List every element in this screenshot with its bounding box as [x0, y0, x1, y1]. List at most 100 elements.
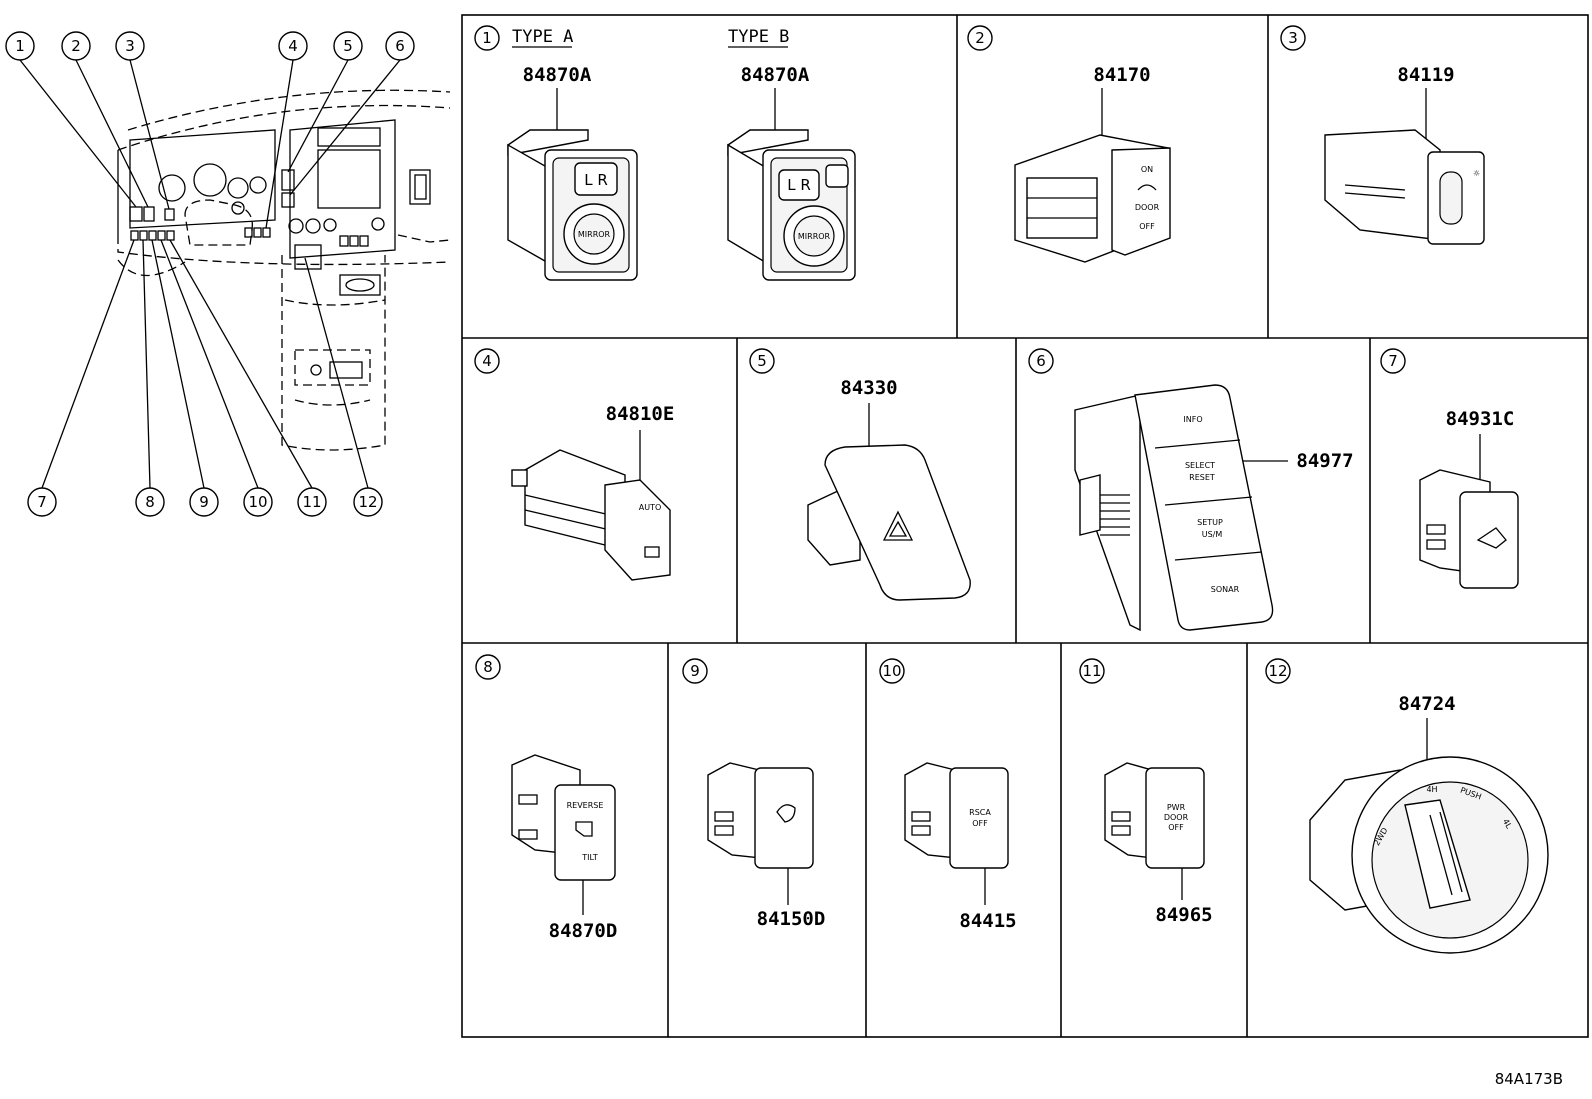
part-number-84119: 84119 [1397, 64, 1454, 86]
callout-10: 10 [243, 487, 273, 517]
info-switch-panel: INFO SELECT RESET SETUP US/M SONAR [1074, 384, 1274, 632]
gauge-2 [193, 163, 227, 197]
console-lower [294, 399, 371, 406]
part-number-84965: 84965 [1155, 904, 1212, 926]
callout-5: 5 [333, 31, 363, 61]
svg-text:5: 5 [343, 37, 353, 55]
svg-text:RESET: RESET [1189, 473, 1215, 482]
panel-11: 11 PWR DOOR OFF 84965 [1079, 658, 1213, 926]
type-b-label: TYPE B [728, 27, 789, 47]
svg-text:8: 8 [483, 658, 493, 676]
svg-text:12: 12 [1268, 662, 1287, 680]
locator-callouts: 1 2 3 4 5 6 7 8 9 10 11 12 [5, 31, 415, 517]
gauge-4 [249, 176, 267, 194]
part-number-84870D: 84870D [549, 920, 618, 942]
svg-text:INFO: INFO [1183, 415, 1202, 424]
svg-text:MIRROR: MIRROR [798, 232, 831, 241]
panel-6: 6 84977 INFO SELECT RESET SETUP US/M SON [1028, 348, 1354, 632]
gauge-5 [231, 201, 245, 215]
parts-grid-frame [461, 14, 1589, 1038]
svg-text:PWR: PWR [1167, 803, 1186, 812]
svg-text:3: 3 [125, 37, 135, 55]
cupholder [339, 274, 381, 296]
svg-text:L R: L R [787, 176, 811, 194]
document-id: 84A173B [1495, 1070, 1563, 1088]
callout-11: 11 [297, 487, 327, 517]
ribbed-connector [1100, 494, 1130, 536]
part-number-84870A-b: 84870A [741, 64, 810, 86]
dash-outline-bottom [117, 235, 451, 266]
dash-outline-top [117, 104, 451, 151]
part-number-84724: 84724 [1398, 693, 1455, 715]
dash-lower-curve [117, 259, 186, 277]
right-vent-in [414, 174, 427, 200]
rear-hatch-switch [1419, 469, 1519, 589]
panel-5: 5 84330 [749, 348, 971, 601]
panel-8: 8 REVERSE TILT 84870D [475, 654, 618, 942]
callout-1: 1 [5, 31, 35, 61]
svg-text:6: 6 [1036, 352, 1046, 370]
svg-text:US/M: US/M [1202, 530, 1223, 539]
loc-switch-3 [164, 208, 175, 221]
panel-1: 1 TYPE A TYPE B 84870A 84870A L R MIRROR [474, 25, 856, 281]
panel-12: 12 84724 2WD 4H PUSH 4L [1265, 658, 1549, 954]
panel-2: 2 84170 ON DOOR OFF [967, 25, 1171, 263]
callout-12: 12 [353, 487, 383, 517]
svg-text:REVERSE: REVERSE [567, 801, 604, 810]
part-number-84170: 84170 [1093, 64, 1150, 86]
svg-text:RSCA: RSCA [969, 808, 991, 817]
callout-8: 8 [135, 487, 165, 517]
svg-text:2: 2 [71, 37, 81, 55]
headlamp-cleaner-switch [707, 762, 814, 869]
panel-9: 9 84150D [682, 658, 826, 930]
svg-text:ON: ON [1141, 165, 1153, 174]
dashboard-locator [19, 59, 451, 489]
gauge-1 [158, 174, 186, 202]
panel-4: 4 84810E AUTO [474, 348, 674, 581]
panel-7: 7 84931C [1380, 348, 1519, 589]
center-stack [289, 119, 396, 259]
svg-text:1: 1 [482, 29, 492, 47]
shift-plate [329, 361, 363, 379]
loc-switch-4 [244, 227, 271, 238]
svg-text:5: 5 [757, 352, 767, 370]
svg-text:9: 9 [199, 493, 209, 511]
callout-9: 9 [189, 487, 219, 517]
svg-text:10: 10 [248, 493, 267, 511]
type-a-label: TYPE A [512, 27, 573, 47]
loc-switch-2 [143, 206, 155, 222]
svg-text:OFF: OFF [1139, 222, 1155, 231]
stack-top [317, 127, 381, 147]
svg-text:OFF: OFF [1168, 823, 1184, 832]
console-mid [284, 299, 386, 306]
power-door-off-switch: PWR DOOR OFF [1104, 762, 1205, 869]
loc-hazard [281, 169, 295, 191]
dome-light-switch: ON DOOR OFF [1014, 134, 1171, 263]
cupholder-in [345, 278, 375, 292]
part-number-84330: 84330 [840, 377, 897, 399]
mirror-switch-type-b: L R MIRROR [727, 129, 856, 281]
transfer-case-selector: 2WD 4H PUSH 4L [1309, 756, 1549, 954]
callout-7: 7 [27, 487, 57, 517]
glovebox [397, 234, 451, 243]
part-number-84415: 84415 [959, 910, 1016, 932]
svg-text:3: 3 [1288, 29, 1298, 47]
panel-10: 10 RSCA OFF 84415 [879, 658, 1017, 932]
part-number-84977: 84977 [1296, 450, 1353, 472]
svg-text:12: 12 [358, 493, 377, 511]
reverse-tilt-switch: REVERSE TILT [511, 754, 616, 881]
svg-text:4L: 4L [1501, 817, 1514, 830]
svg-text:OFF: OFF [972, 819, 988, 828]
svg-text:4: 4 [288, 37, 298, 55]
svg-text:4H: 4H [1426, 785, 1437, 794]
svg-text:SELECT: SELECT [1185, 461, 1215, 470]
shift-knob [310, 364, 322, 376]
svg-text:7: 7 [37, 493, 47, 511]
svg-text:4: 4 [482, 352, 492, 370]
part-number-84150D: 84150D [757, 908, 826, 930]
mirror-switch-type-a: L R MIRROR [507, 129, 638, 281]
right-vent [409, 169, 431, 205]
svg-text:DOOR: DOOR [1164, 813, 1189, 822]
svg-text:11: 11 [1082, 662, 1101, 680]
svg-text:2: 2 [975, 29, 985, 47]
